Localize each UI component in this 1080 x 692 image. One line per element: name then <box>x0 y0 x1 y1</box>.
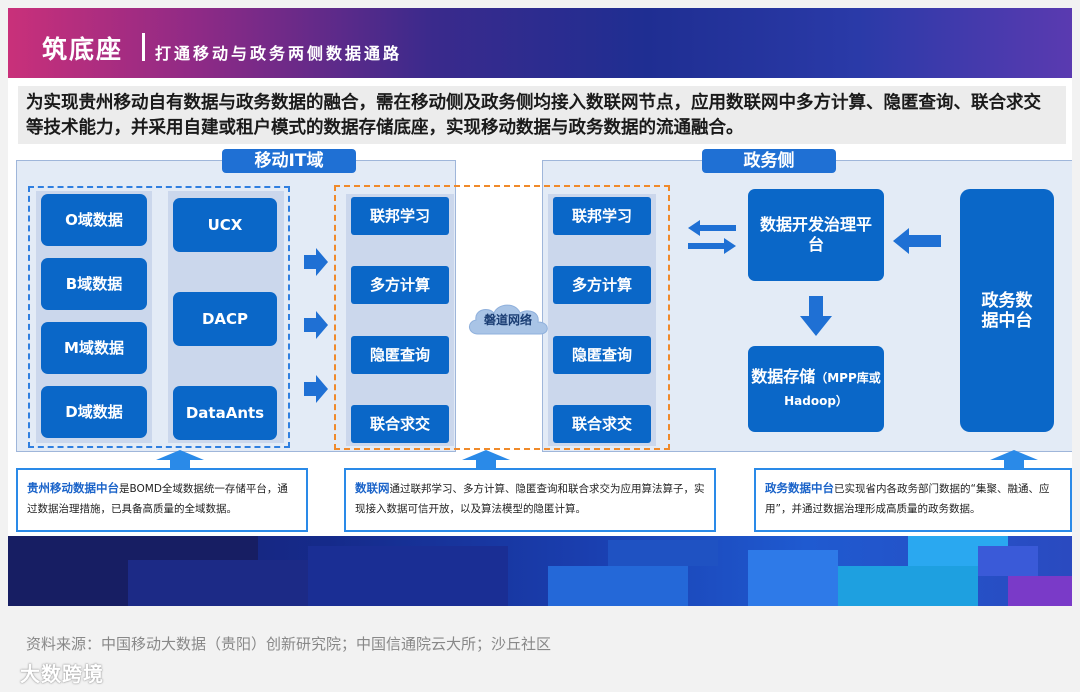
arrow-up-icon <box>156 450 204 468</box>
page-title: 筑底座 <box>42 35 124 64</box>
note-network-text: 通过联邦学习、多方计算、隐匿查询和联合求交为应用算法算子，实现接入数据可信开放，… <box>355 483 705 515</box>
data-governance-platform: 数据开发治理平台 <box>748 189 884 281</box>
data-storage-title: 数据存储 <box>751 367 816 386</box>
decorative-band <box>8 536 1072 606</box>
cloud-label: 磐道网络 <box>483 313 532 327</box>
arrow-down-icon <box>800 296 832 336</box>
arrow-right-icon <box>304 311 328 339</box>
note-network-highlight: 数联网 <box>355 481 390 495</box>
right-tech-pir: 隐匿查询 <box>553 336 651 374</box>
left-tech-mpc: 多方计算 <box>351 266 449 304</box>
left-tech-federated-learning: 联邦学习 <box>351 197 449 235</box>
arrow-right-icon <box>304 375 328 403</box>
watermark-logo: 大数跨境 <box>20 662 104 686</box>
intro-text: 为实现贵州移动自有数据与政务数据的融合，需在移动侧及政务侧均接入数联网节点，应用… <box>18 86 1066 144</box>
cloud-icon <box>464 300 552 340</box>
note-gov-text: 已实现省内各政务部门数据的“集聚、融通、应用”，并通过数据治理形成高质量的政务数… <box>765 483 1050 515</box>
domain-m: M域数据 <box>41 322 147 374</box>
note-mobile-data-center: 贵州移动数据中台是BOMD全域数据统一存储平台，通过数据治理措施，已具备高质量的… <box>16 468 308 532</box>
left-tech-psi: 联合求交 <box>351 405 449 443</box>
government-data-center: 政务数据中台 <box>960 189 1054 432</box>
right-tech-column <box>548 194 656 446</box>
source-footer: 资料来源：中国移动大数据（贵阳）创新研究院；中国信通院云大所；沙丘社区 <box>26 635 552 653</box>
page-subtitle: 打通移动与政务两侧数据通路 <box>155 44 403 63</box>
header-banner: 筑底座 打通移动与政务两侧数据通路 <box>8 8 1072 78</box>
right-tech-federated-learning: 联邦学习 <box>553 197 651 235</box>
arrow-left-icon <box>893 228 941 254</box>
data-network-group <box>334 185 670 450</box>
data-storage: 数据存储（MPP库或Hadoop） <box>748 346 884 432</box>
left-tech-pir: 隐匿查询 <box>351 336 449 374</box>
bidirectional-arrow-icon <box>688 220 736 254</box>
title-separator <box>142 33 145 61</box>
right-tech-psi: 联合求交 <box>553 405 651 443</box>
arrow-up-icon <box>462 450 510 468</box>
left-tech-column <box>346 194 454 446</box>
data-storage-subtitle: （MPP库或Hadoop） <box>784 371 881 408</box>
note-mobile-text: 是BOMD全域数据统一存储平台，通过数据治理措施，已具备高质量的全域数据。 <box>27 483 288 515</box>
note-government-data-center: 政务数据中台已实现省内各政务部门数据的“集聚、融通、应用”，并通过数据治理形成高… <box>754 468 1072 532</box>
diagram-canvas: 筑底座 打通移动与政务两侧数据通路 为实现贵州移动自有数据与政务数据的融合，需在… <box>8 8 1072 606</box>
arrow-right-icon <box>304 248 328 276</box>
note-mobile-highlight: 贵州移动数据中台 <box>27 481 119 495</box>
right-tech-mpc: 多方计算 <box>553 266 651 304</box>
data-sources-group <box>28 186 290 448</box>
mobile-it-region-label: 移动IT域 <box>222 149 356 173</box>
platform-ucx: UCX <box>173 198 277 252</box>
note-data-network: 数联网通过联邦学习、多方计算、隐匿查询和联合求交为应用算法算子，实现接入数据可信… <box>344 468 716 532</box>
note-gov-highlight: 政务数据中台 <box>765 481 834 495</box>
domain-o: O域数据 <box>41 194 147 246</box>
domain-d: D域数据 <box>41 386 147 438</box>
domain-b: B域数据 <box>41 258 147 310</box>
arrow-up-icon <box>990 450 1038 468</box>
government-region-label: 政务侧 <box>702 149 836 173</box>
platform-dataants: DataAnts <box>173 386 277 440</box>
platform-dacp: DACP <box>173 292 277 346</box>
